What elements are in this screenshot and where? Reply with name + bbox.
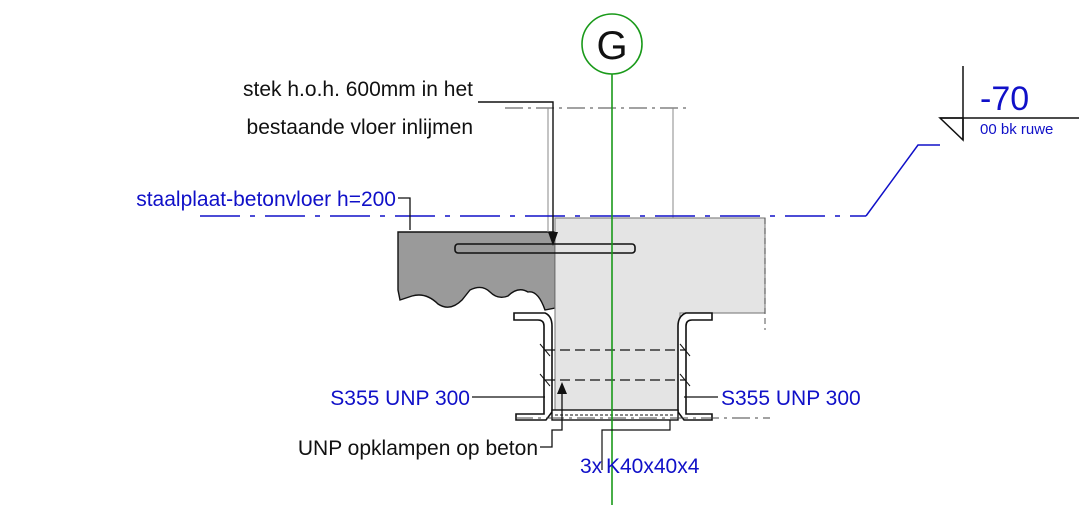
existing-floor-section	[397, 231, 556, 311]
clamp-arrow	[557, 382, 567, 394]
angle-leader	[601, 420, 671, 470]
unp-left-label: S355 UNP 300	[330, 387, 470, 410]
new-concrete-section	[554, 217, 766, 413]
unp-profile-left	[513, 312, 553, 421]
stek-arrow	[548, 232, 558, 246]
stek-note-line1: stek h.o.h. 600mm in het	[243, 78, 473, 101]
dim-tick-l2	[539, 373, 551, 387]
angle-count: 3x	[580, 455, 603, 478]
angle-profile: K40x40x4	[606, 455, 700, 478]
level-leader	[865, 144, 940, 217]
rebar-stek	[454, 243, 636, 254]
grid-bubble	[581, 13, 643, 75]
level-reference: 00 bk ruwe	[980, 121, 1053, 138]
floor-leader	[398, 197, 411, 230]
level-marker-triangle	[938, 117, 964, 142]
dim-tick-l1	[539, 343, 551, 357]
stek-note-line2: bestaande vloer inlijmen	[247, 116, 473, 139]
unp-right-label: S355 UNP 300	[721, 387, 861, 410]
clamp-note: UNP opklampen op beton	[298, 437, 538, 460]
unp-profile-right	[677, 312, 713, 421]
level-value: -70	[980, 80, 1029, 118]
clamp-leader	[540, 388, 563, 448]
dim-tick-r2	[679, 373, 691, 387]
dim-tick-r1	[679, 343, 691, 357]
stek-leader	[478, 101, 554, 238]
grid-label: G	[596, 24, 627, 68]
floor-note: staalplaat-betonvloer h=200	[136, 188, 396, 211]
